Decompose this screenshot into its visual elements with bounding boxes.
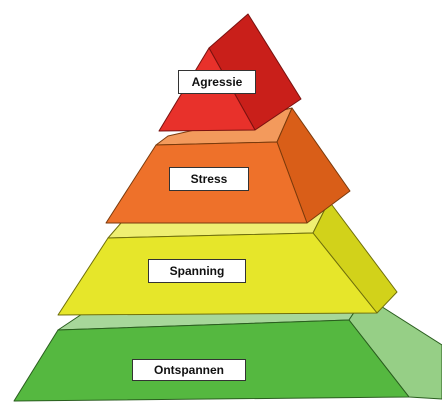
level-label-stress: Stress (169, 167, 249, 191)
level-label-spanning: Spanning (148, 259, 246, 283)
level-label-agressie: Agressie (178, 70, 256, 94)
level-label-ontspannen: Ontspannen (132, 359, 246, 381)
